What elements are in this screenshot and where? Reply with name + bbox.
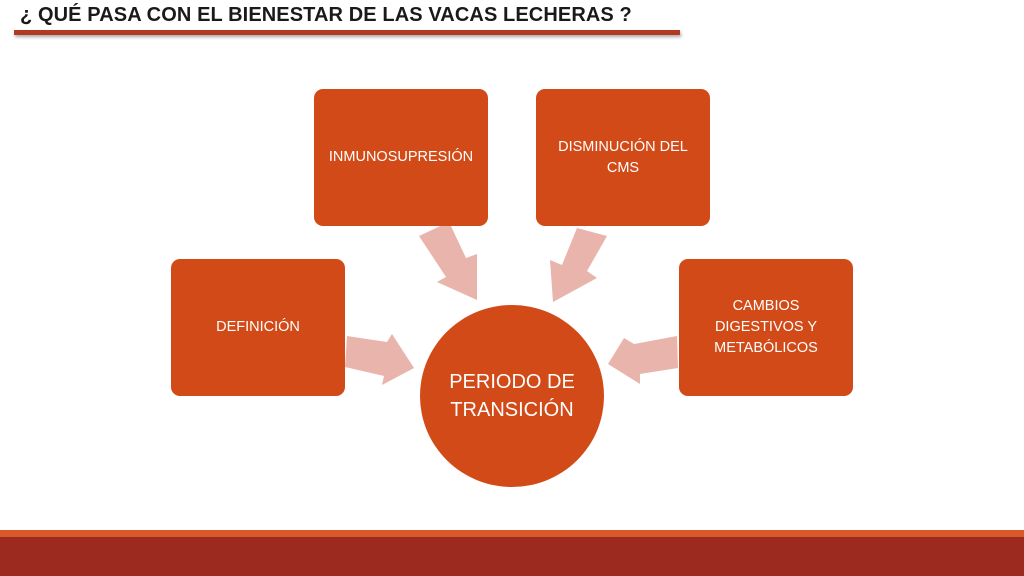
footer-bar bbox=[0, 537, 1024, 576]
node-cambios: CAMBIOS DIGESTIVOS Y METABÓLICOS bbox=[679, 259, 853, 396]
node-definicion: DEFINICIÓN bbox=[171, 259, 345, 396]
title-underline bbox=[14, 30, 680, 35]
node-inmunosupresion: INMUNOSUPRESIÓN bbox=[314, 89, 488, 226]
slide-title: ¿ QUÉ PASA CON EL BIENESTAR DE LAS VACAS… bbox=[20, 4, 632, 26]
arrow-disminucion-cms bbox=[550, 228, 607, 302]
node-inmunosupresion-label: INMUNOSUPRESIÓN bbox=[328, 149, 474, 165]
node-cambios-label: CAMBIOS DIGESTIVOS Y METABÓLICOS bbox=[714, 298, 818, 356]
arrow-definicion bbox=[345, 334, 414, 385]
node-disminucion-cms-label: DISMINUCIÓN DEL CMS bbox=[558, 138, 688, 176]
center-node: PERIODO DE TRANSICIÓN bbox=[420, 305, 604, 487]
node-definicion-label: DEFINICIÓN bbox=[216, 319, 300, 335]
footer-accent-line bbox=[0, 530, 1024, 537]
arrow-inmunosupresion bbox=[419, 222, 477, 300]
center-node-label: PERIODO DE TRANSICIÓN bbox=[449, 371, 575, 421]
node-disminucion-cms: DISMINUCIÓN DEL CMS bbox=[536, 89, 710, 226]
arrow-cambios bbox=[608, 336, 678, 384]
